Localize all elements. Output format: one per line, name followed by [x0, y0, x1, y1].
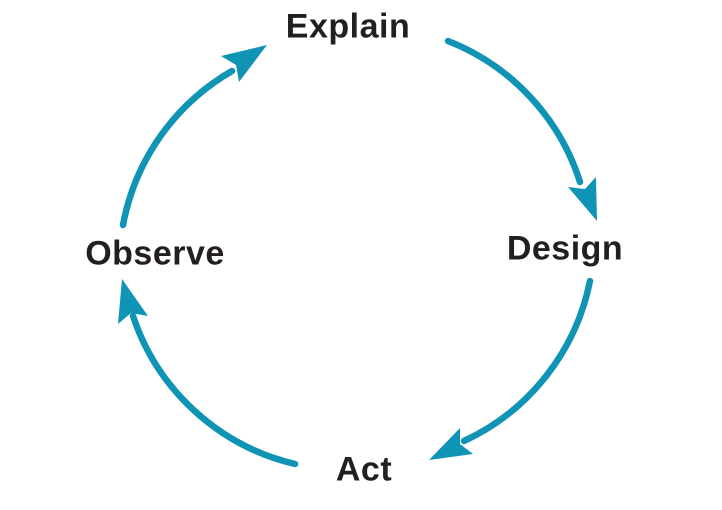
arrowhead-icon — [568, 177, 597, 221]
node-label-design: Design — [506, 229, 624, 268]
arrow-explain-to-design — [444, 37, 597, 221]
arrow-curve — [444, 37, 584, 186]
arrow-act-to-observe — [118, 279, 299, 468]
node-label-explain: Explain — [285, 7, 411, 46]
arrow-curve — [119, 67, 236, 229]
arrow-design-to-act — [429, 277, 594, 460]
node-label-observe: Observe — [85, 234, 225, 273]
arrow-curve — [129, 312, 299, 468]
arrowhead-icon — [221, 45, 267, 82]
arrow-observe-to-explain — [119, 45, 267, 229]
arrow-curve — [460, 277, 594, 445]
arrowhead-icon — [118, 279, 148, 324]
arrowhead-icon — [429, 428, 473, 460]
node-label-act: Act — [335, 450, 393, 489]
